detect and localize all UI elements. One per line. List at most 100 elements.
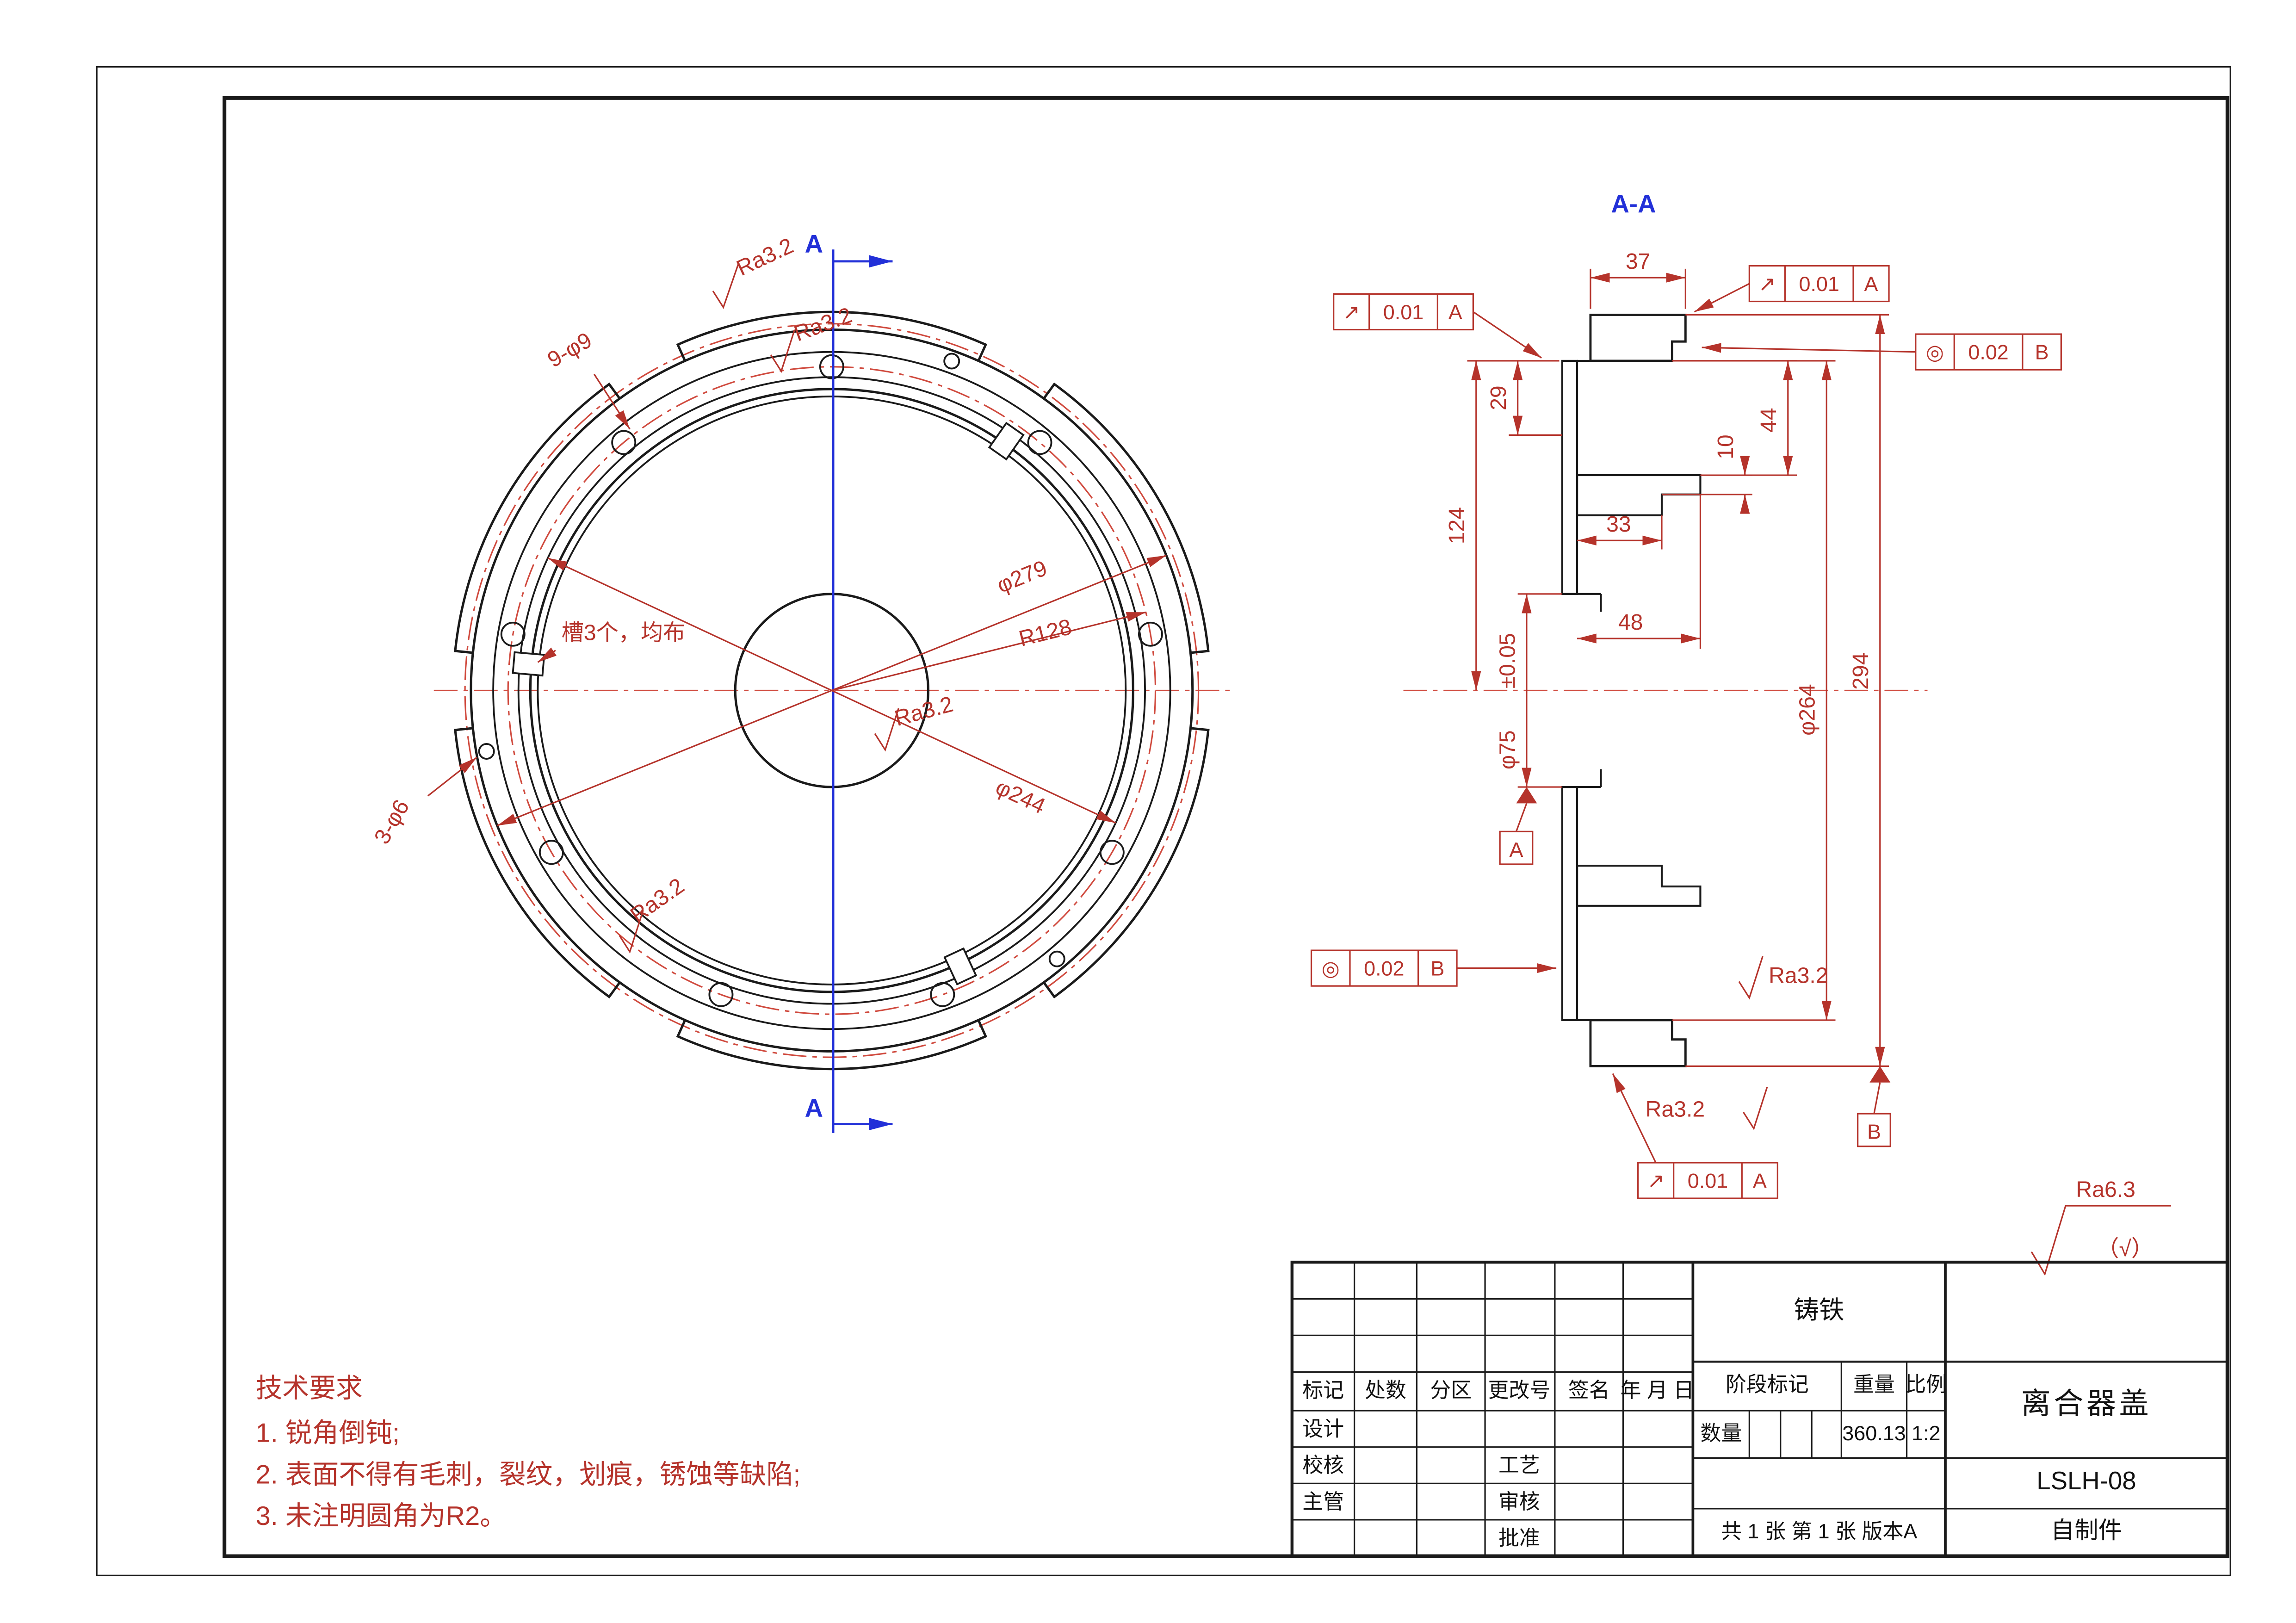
surface-finish-note: Ra6.3 （√）: [2030, 1177, 2171, 1276]
gdt-value: 0.01: [1383, 300, 1423, 324]
gdt-frame-runout-top-left: ↗ 0.01 A: [1333, 293, 1542, 359]
qty-label: 数量: [1700, 1421, 1742, 1445]
title-block-grid: [1292, 1262, 2228, 1556]
part-name: 离合器盖: [2021, 1387, 2152, 1420]
role-approve: 批准: [1498, 1526, 1540, 1550]
gdt-frame-concentricity-left: ◎ 0.02 B: [1310, 949, 1557, 987]
ra-label-3: Ra3.2: [892, 692, 956, 731]
rev-header-change-no: 更改号: [1488, 1378, 1550, 1402]
roughness-icon: [712, 264, 739, 310]
gdt-symbol: ◎: [1926, 341, 1944, 364]
section-label-top: A: [805, 230, 823, 258]
gdt-value: 0.01: [1688, 1169, 1728, 1193]
dim-line-dia244: [547, 557, 1116, 824]
top-rim-section: [1589, 314, 1687, 362]
gdt-value: 0.02: [1364, 957, 1404, 980]
wall-upper-section: [1561, 359, 1578, 595]
rev-header-zone: 分区: [1430, 1378, 1472, 1402]
gdt-datum-ref: A: [1753, 1169, 1767, 1193]
ra-label-1: Ra3.2: [733, 233, 797, 281]
technical-requirements: 技术要求 1. 锐角倒钝; 2. 表面不得有毛刺，裂纹，划痕，锈蚀等缺陷; 3.…: [256, 1374, 801, 1531]
gdt-datum-ref: A: [1448, 300, 1462, 324]
section-view-title: A-A: [1611, 190, 1656, 218]
outer-border: [96, 66, 2231, 1576]
surface-note-rest: （√）: [2097, 1236, 2154, 1261]
gdt-datum-ref: B: [2035, 341, 2049, 364]
bolt-holes: [500, 354, 1163, 1007]
role-design: 设计: [1302, 1417, 1344, 1441]
roughness-icon: [770, 329, 796, 373]
roughness-icon: [1743, 1086, 1768, 1130]
gdt-frame-runout-top-right: ↗ 0.01 A: [1694, 265, 1890, 313]
dim-294: 294: [1848, 653, 1873, 690]
rev-header-signature: 签名: [1568, 1378, 1610, 1402]
small-holes: [478, 353, 1065, 967]
section-ra-2: Ra3.2: [1646, 1097, 1705, 1122]
leader-bolt-holes: [594, 373, 631, 430]
gdt-symbol: ↗: [1647, 1169, 1665, 1193]
role-review: 审核: [1498, 1490, 1540, 1513]
dim-bolt-holes-label: 9-φ9: [543, 328, 596, 372]
drawing-number: LSLH-08: [2036, 1467, 2136, 1495]
datum-b: B: [1857, 1066, 1891, 1147]
tech-req-title: 技术要求: [256, 1374, 363, 1403]
dim-r128-label: R128: [1016, 614, 1074, 651]
dim-small-holes-label: 3-φ6: [369, 795, 414, 848]
datum-b-label: B: [1867, 1120, 1881, 1144]
roughness-icon: [1738, 956, 1764, 1000]
dim-line-r128: [831, 611, 1146, 691]
dim-dia75: φ75: [1495, 730, 1520, 769]
tech-req-item-1: 1. 锐角倒钝;: [256, 1418, 400, 1448]
gdt-value: 0.02: [1968, 341, 2008, 364]
role-check: 校核: [1302, 1453, 1344, 1477]
gdt-symbol: ↗: [1758, 272, 1776, 296]
scale-label: 比例: [1905, 1372, 1947, 1396]
dim-dia244-label: φ244: [992, 774, 1049, 819]
rev-header-mark: 标记: [1302, 1378, 1344, 1402]
section-cut-line: A A: [805, 230, 893, 1133]
weight-label: 重量: [1853, 1372, 1895, 1396]
front-surface-marks: Ra3.2 Ra3.2 Ra3.2 Ra3.2: [619, 233, 956, 954]
dim-tol: ±0.05: [1495, 633, 1520, 688]
leader-slot-note: [537, 647, 557, 663]
datum-a: A: [1499, 787, 1537, 865]
roughness-icon: [619, 910, 644, 954]
gdt-datum-ref: B: [1430, 957, 1444, 980]
source-note: 自制件: [2051, 1517, 2122, 1543]
datum-a-label: A: [1509, 838, 1523, 861]
role-supervisor: 主管: [1302, 1490, 1344, 1513]
front-view: A A φ279 R128 φ244 9-φ9 3-φ6 槽3个，均布 Ra3.…: [369, 230, 1230, 1133]
rev-header-date: 年 月 日: [1620, 1378, 1694, 1402]
dim-48: 48: [1618, 610, 1643, 635]
wall-lower-section: [1561, 786, 1578, 1022]
dim-dia279-label: φ279: [993, 556, 1051, 598]
ra-label-4: Ra3.2: [626, 873, 689, 928]
section-view: A-A 37 29: [1310, 190, 2062, 1199]
sheet-info: 共 1 张 第 1 张 版本A: [1721, 1519, 1917, 1543]
gdt-symbol: ◎: [1322, 957, 1340, 980]
dim-33: 33: [1606, 512, 1631, 537]
drawing-frame: [223, 96, 2229, 1558]
flange-outer-circle: [470, 328, 1194, 1053]
dim-44: 44: [1756, 408, 1781, 433]
section-dimensions: 37 29 124 ±0.05 φ75 10 44: [1444, 249, 1889, 1067]
gdt-symbol: ↗: [1343, 300, 1360, 324]
section-ra-1: Ra3.2: [1769, 963, 1828, 988]
role-process: 工艺: [1498, 1453, 1540, 1477]
bottom-rim-section: [1589, 1019, 1687, 1067]
stage-label: 阶段标记: [1726, 1372, 1809, 1396]
section-surface-marks: Ra3.2 Ra3.2: [1646, 956, 1828, 1130]
roughness-icon: [874, 708, 899, 752]
gdt-frame-runout-bottom: ↗ 0.01 A: [1612, 1073, 1778, 1199]
tech-req-item-2: 2. 表面不得有毛刺，裂纹，划痕，锈蚀等缺陷;: [256, 1460, 801, 1489]
title-block: 铸铁 标记 处数 分区 更改号 签名 年 月 日 设计 校核 主管 工艺 审核 …: [1290, 1260, 2229, 1558]
flange-inner-circle: [492, 351, 1171, 1030]
gdt-frames: ↗ 0.01 A ↗ 0.01 A ◎ 0.02 B: [1310, 265, 2062, 1199]
ra-label-2: Ra3.2: [791, 303, 855, 347]
dim-29: 29: [1486, 385, 1511, 410]
dim-124: 124: [1444, 507, 1469, 544]
tech-req-item-3: 3. 未注明圆角为R2。: [256, 1501, 507, 1531]
slot-note-label: 槽3个，均布: [562, 620, 685, 645]
weight-value: 360.13: [1842, 1421, 1906, 1445]
dim-37: 37: [1626, 249, 1651, 274]
